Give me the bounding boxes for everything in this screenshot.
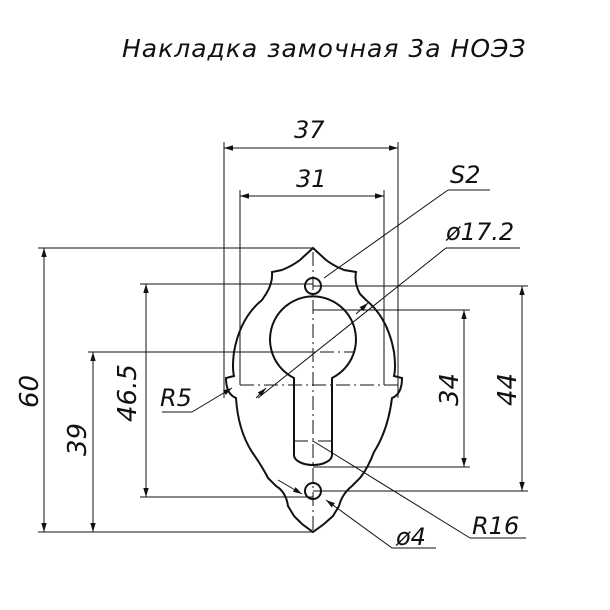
dim-radius-5: R5 [160,384,192,412]
dim-height-39: 39 [63,423,93,456]
dim-height-total: 60 [15,375,45,408]
dim-hole-diameter: ø4 [395,523,426,551]
dim-radius-16: R16 [472,512,519,540]
drawing-title: Накладка замочная 3а НОЭЗ [122,34,527,63]
dim-width-inner: 31 [296,165,327,193]
keyhole-cutout [269,295,357,466]
dim-height-34: 34 [435,373,465,406]
dim-height-46-5: 46.5 [113,364,143,422]
plate-outline [224,246,404,534]
dim-cylinder-diameter: ø17.2 [445,218,514,246]
dim-thickness: S2 [450,161,481,189]
dim-width-outer: 37 [294,116,325,144]
dim-height-44: 44 [493,373,523,406]
